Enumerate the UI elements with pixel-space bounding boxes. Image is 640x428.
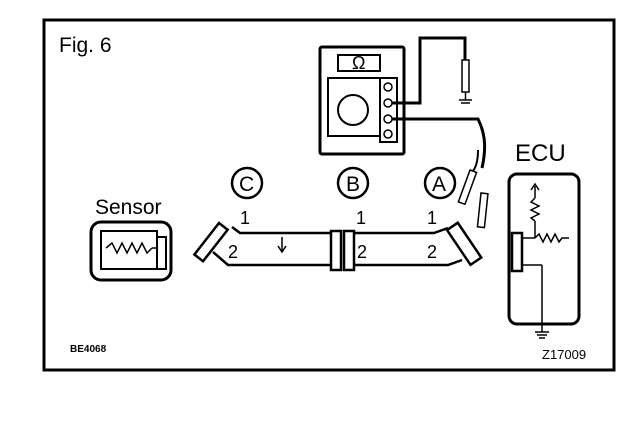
sensor-outer — [89, 220, 173, 282]
harness-c-to-b-top — [231, 226, 331, 235]
meter-panel — [327, 77, 381, 137]
meter-dial — [337, 94, 369, 126]
meter-lead-connector-a — [392, 117, 487, 169]
ecu-connector — [510, 231, 524, 273]
connector-a-body — [445, 220, 483, 267]
ecu — [507, 172, 581, 339]
pin-c-1: 1 — [240, 208, 250, 228]
meter-lead-connector-a-2 — [471, 149, 479, 173]
sensor — [89, 220, 173, 282]
connector-label-c: C — [230, 166, 264, 200]
connector-label-b: B — [336, 166, 370, 200]
ground-probe-body — [461, 59, 470, 93]
ecu-body — [507, 172, 581, 326]
ecu-pullup-resistor — [529, 197, 541, 222]
connector-c-body — [192, 221, 230, 264]
ecu-supply-arrow-head — [530, 182, 540, 191]
meter-body — [318, 45, 406, 156]
down-arrow-icon — [277, 237, 287, 254]
pin-c-2: 2 — [228, 242, 238, 262]
ground-probe — [459, 59, 472, 104]
connector-a — [445, 220, 483, 267]
meter-jack-3 — [383, 114, 393, 124]
probe-body-a-2 — [476, 192, 489, 229]
connector-b-half-left — [329, 229, 343, 272]
sensor-label: Sensor — [95, 196, 162, 219]
connector-b — [329, 229, 356, 272]
pin-a-1: 1 — [427, 208, 437, 228]
harness-b-to-a-bottom — [354, 258, 463, 267]
figure-title: Fig. 6 — [59, 34, 112, 57]
connector-a-letter: A — [432, 173, 446, 196]
connector-b-half-right — [342, 229, 356, 272]
meter-jack-panel — [379, 77, 398, 143]
pin-b-2: 2 — [357, 242, 367, 262]
ecu-label: ECU — [515, 140, 566, 167]
connector-c — [192, 221, 230, 264]
pin-b-1: 1 — [356, 208, 366, 228]
figure-code-right: Z17009 — [542, 347, 586, 362]
sensor-resistor — [105, 241, 153, 255]
harness-b-to-a-top — [354, 226, 449, 235]
probe-body-a-1 — [457, 169, 478, 206]
meter-lead-ground — [392, 36, 467, 105]
meter-jack-1 — [383, 82, 393, 92]
sensor-terminal — [156, 236, 167, 270]
figure-frame — [42, 18, 616, 372]
connector-label-a: A — [423, 166, 457, 200]
harness-c-to-b-bottom — [212, 251, 331, 267]
ecu-signal-resistor — [534, 232, 569, 244]
figure-code-left: BE4068 — [70, 344, 107, 355]
connector-b-letter: B — [346, 173, 360, 196]
ohmmeter: Ω — [318, 45, 406, 156]
connector-a-probe — [457, 169, 489, 229]
meter-ohm-symbol: Ω — [352, 53, 365, 73]
connector-c-letter: C — [239, 173, 254, 196]
meter-display — [337, 54, 381, 72]
pin-a-2: 2 — [427, 242, 437, 262]
meter-jack-2 — [383, 98, 393, 108]
meter-jack-4 — [383, 129, 393, 139]
